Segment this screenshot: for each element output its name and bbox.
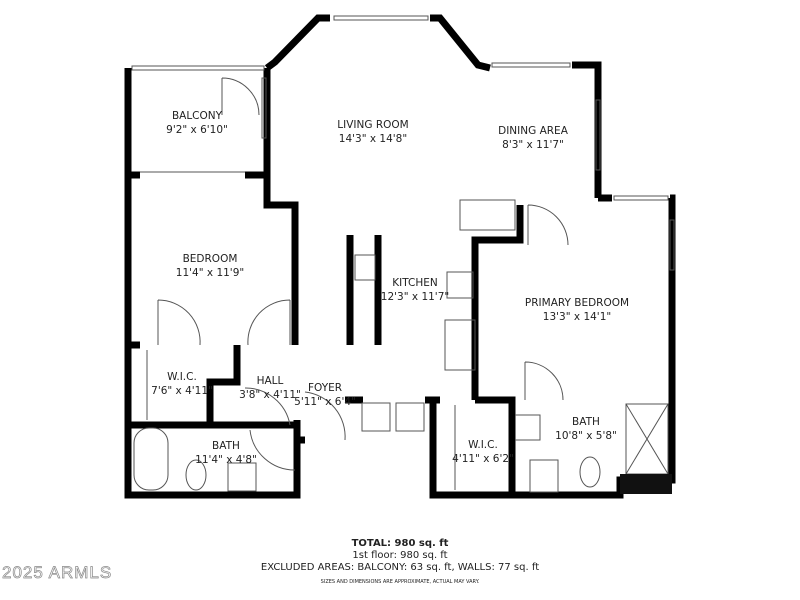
wall-west: [124, 68, 301, 499]
disclaimer: SIZES AND DIMENSIONS ARE APPROXIMATE, AC…: [320, 579, 480, 585]
excluded-areas: EXCLUDED AREAS: BALCONY: 63 sq. ft, WALL…: [260, 562, 540, 573]
floor-area: 1st floor: 980 sq. ft: [352, 550, 448, 561]
total-area: TOTAL: 980 sq. ft: [351, 538, 449, 549]
watermark: 2025 ARMLS: [2, 563, 113, 583]
shower-base: [620, 474, 672, 494]
fixtures: [131, 15, 675, 493]
wall-balcony-east: [245, 68, 271, 179]
room-wic: W.I.C.7'6" x 4'11": [151, 371, 213, 397]
room-wic-primary: W.I.C.4'11" x 6'2": [452, 439, 514, 465]
